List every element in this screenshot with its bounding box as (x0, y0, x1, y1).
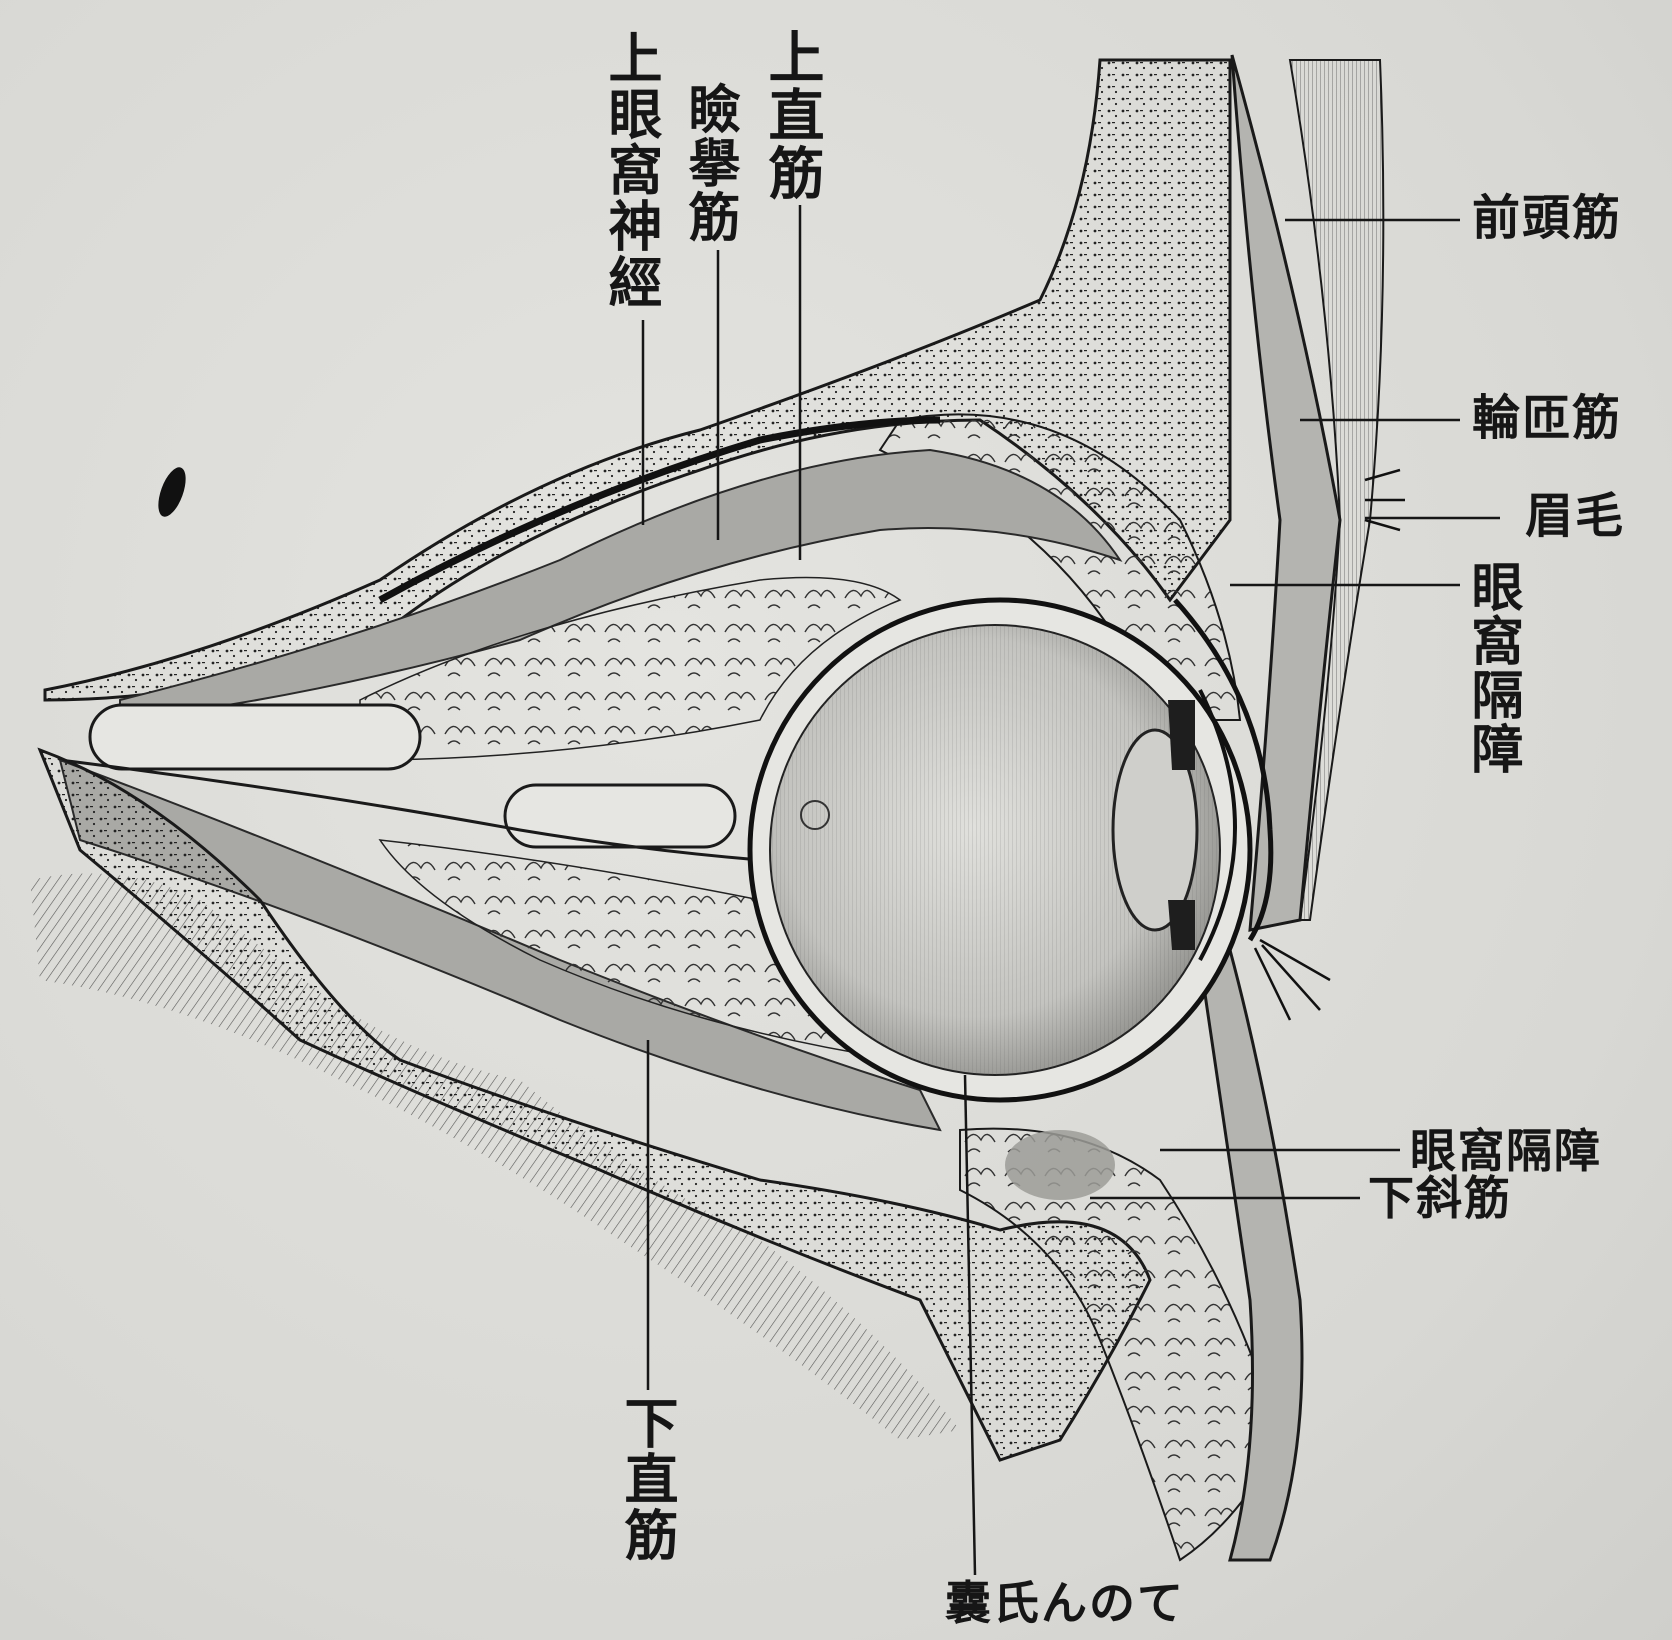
label-orbital-septum-upper: 眼窩隔障 (1466, 560, 1518, 776)
ink-spot (153, 464, 191, 520)
label-inferior-oblique: 下斜筋 (1368, 1175, 1512, 1221)
inferior-oblique-blob (1005, 1130, 1115, 1200)
label-eyebrow: 眉毛 (1525, 492, 1625, 540)
label-superior-rectus: 上直筋 (764, 28, 820, 202)
optic-nerve-upper (90, 705, 420, 769)
label-orbicularis: 輪匝筋 (1472, 394, 1622, 442)
label-supraorbital-nerve: 上眼窩神經 (604, 30, 658, 310)
label-frontalis: 前頭筋 (1472, 194, 1622, 242)
optic-nerve-lower (505, 785, 735, 847)
label-orbital-septum-lower: 眼窩隔障 (1410, 1128, 1602, 1174)
iris-upper (1168, 700, 1195, 770)
label-inferior-rectus: 下直筋 (620, 1395, 674, 1563)
iris-lower (1168, 900, 1195, 950)
label-tenon-capsule: 囊氏んのて (945, 1580, 1185, 1626)
label-levator-muscle: 瞼擧筋 (683, 82, 735, 244)
